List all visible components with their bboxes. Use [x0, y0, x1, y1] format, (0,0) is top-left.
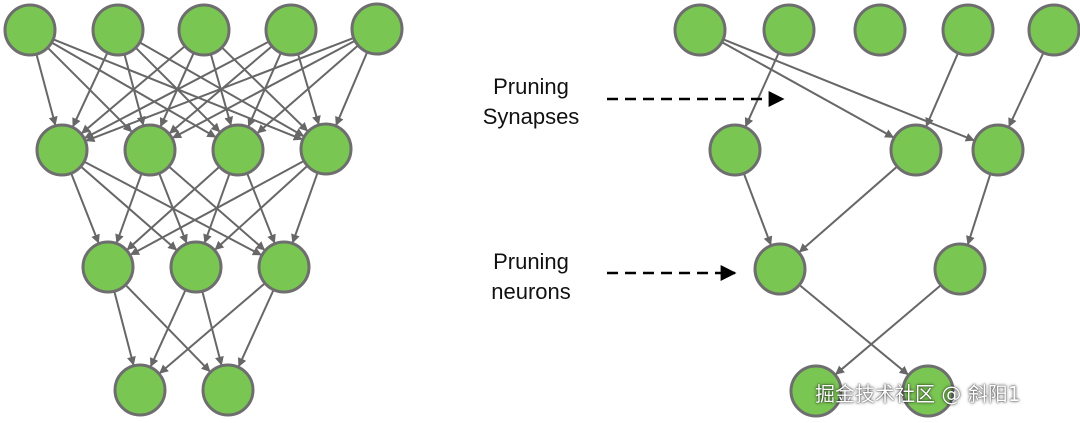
pruned-network-neuron-layer1: [1027, 3, 1080, 57]
original-network-synapse: [85, 37, 355, 142]
original-network-synapse: [159, 282, 266, 374]
original-network-synapse: [130, 160, 305, 256]
pruned-network-synapses: [721, 38, 1045, 376]
pruning-synapses-label-line-1: Pruning: [493, 74, 569, 99]
original-network-neuron-layer1: [350, 2, 404, 56]
pruned-network-synapse: [966, 173, 992, 246]
original-network-synapse: [115, 173, 143, 244]
pruned-network: [673, 3, 1080, 418]
pruned-network-synapse: [798, 284, 909, 376]
original-network-synapse: [81, 45, 186, 134]
pruning-synapses-label: Pruning Synapses: [466, 72, 596, 132]
original-network-neuron-layer2: [211, 123, 265, 177]
original-network-synapse: [214, 165, 309, 251]
original-network-synapse: [35, 53, 58, 126]
original-network-synapse: [70, 172, 100, 244]
original-network-neuron-layer4: [113, 363, 167, 417]
original-network-neuron-layer1: [91, 3, 145, 57]
watermark: 掘金技术社区 @ 斜阳1: [815, 382, 1021, 406]
original-network-synapse: [335, 51, 369, 126]
original-network-synapse: [113, 290, 136, 366]
pruned-network-neuron-layer1: [941, 3, 995, 57]
pruned-network-synapse: [835, 284, 942, 375]
pruned-network-neuron-layer4: [789, 364, 843, 418]
original-network-synapse: [84, 40, 270, 139]
original-network-neuron-layer1: [264, 3, 318, 57]
pruned-network-synapse: [798, 165, 898, 253]
pruned-network-neuron-layer1: [853, 3, 907, 57]
pruning-synapses-label-line-2: Synapses: [482, 104, 580, 129]
original-network-neuron-layer3: [257, 240, 311, 294]
original-network-neuron-layer2: [35, 123, 89, 177]
pruned-network-neurons: [673, 3, 1080, 418]
original-network-synapse: [149, 289, 187, 368]
pruned-network-synapse: [744, 52, 780, 128]
original-network-neuron-layer1: [177, 3, 231, 57]
original-network-neuron-layer2: [123, 123, 177, 177]
original-network-neuron-layer4: [201, 363, 255, 417]
original-network: [3, 2, 404, 417]
pruning-neurons-label: Pruning neurons: [466, 247, 596, 307]
original-network-neuron-layer1: [3, 3, 57, 57]
pruned-network-neuron-layer3: [933, 242, 987, 296]
original-network-synapses: [35, 37, 369, 374]
pruned-network-neuron-layer2: [889, 123, 943, 177]
pruned-network-neuron-layer3: [753, 242, 807, 296]
pruned-network-synapse: [721, 41, 895, 139]
original-network-neuron-layer2: [299, 122, 353, 176]
pruned-network-neuron-layer1: [762, 3, 816, 57]
pruned-network-synapse: [925, 52, 959, 127]
original-network-synapse: [72, 52, 109, 128]
original-network-synapse: [126, 165, 221, 251]
original-network-neurons: [3, 2, 404, 417]
original-network-neuron-layer3: [169, 240, 223, 294]
pruned-network-neuron-layer4: [901, 364, 955, 418]
original-network-synapse: [172, 39, 356, 139]
pruning-neurons-label-line-1: Pruning: [493, 249, 569, 274]
pruned-network-synapse: [722, 38, 975, 142]
pruned-network-neuron-layer2: [708, 123, 762, 177]
pruned-network-synapse: [742, 173, 773, 246]
original-network-synapse: [237, 289, 275, 368]
pruning-neurons-label-line-2: neurons: [491, 279, 571, 304]
original-network-synapse: [256, 44, 359, 134]
pruned-network-neuron-layer1: [673, 3, 727, 57]
pruned-network-synapse: [1008, 52, 1045, 128]
original-network-synapse: [291, 172, 319, 244]
pruned-network-neuron-layer2: [971, 123, 1025, 177]
original-network-neuron-layer3: [81, 240, 135, 294]
